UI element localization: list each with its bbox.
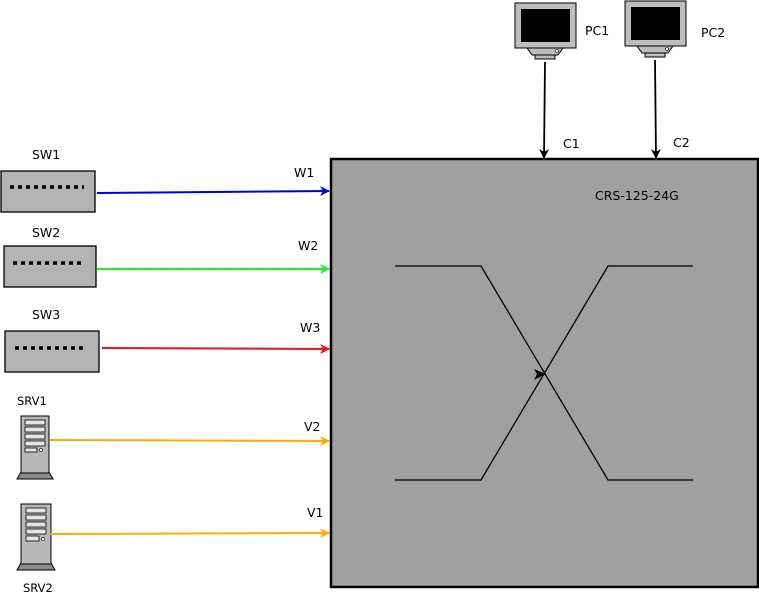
switch-icon [3,245,97,288]
pc-pc1: PC1 [514,2,609,60]
switch-icon [0,170,96,213]
link-w1: W1 [96,165,330,197]
link-v2: V2 [49,419,330,446]
server-label: SRV2 [23,581,53,595]
pc-label: PC1 [585,23,609,38]
server-srv2: SRV2 [16,503,56,595]
link-arrow [650,59,661,159]
link-label: C1 [563,136,580,151]
crossover-center-arrow-icon [534,369,546,380]
link-arrow [49,528,330,539]
link-w3: W3 [101,320,330,354]
link-label: V1 [307,505,324,520]
link-c1: C1 [539,61,580,159]
link-arrow [539,61,550,159]
router-label: CRS-125-24G [595,188,679,203]
switch-sw1: SW1 [0,147,96,213]
crossover-symbol [395,265,693,481]
link-label: C2 [673,135,690,150]
switch-label: SW3 [32,307,60,322]
link-c2: C2 [650,59,690,159]
link-label: V2 [304,419,321,434]
switch-label: SW2 [32,225,60,240]
switch-sw3: SW3 [4,307,100,373]
pc-monitor-icon [624,0,687,58]
pc-pc2: PC2 [624,0,725,58]
server-icon [16,503,56,571]
pc-monitor-icon [514,2,577,60]
link-label: W1 [294,165,314,180]
pc-label: PC2 [701,25,725,40]
server-icon [16,415,54,480]
switch-icon [4,330,100,373]
link-label: W3 [300,320,320,335]
link-v1: V1 [49,505,330,539]
server-label: SRV1 [17,394,47,408]
switch-label: SW1 [32,147,60,162]
server-srv1: SRV1 [16,394,54,480]
link-w2: W2 [97,238,330,274]
link-label: W2 [298,238,318,253]
switch-sw2: SW2 [3,225,97,288]
link-arrow [49,435,330,446]
link-arrow [101,343,330,354]
router-node: CRS-125-24G [329,157,759,589]
link-arrow [96,186,330,197]
